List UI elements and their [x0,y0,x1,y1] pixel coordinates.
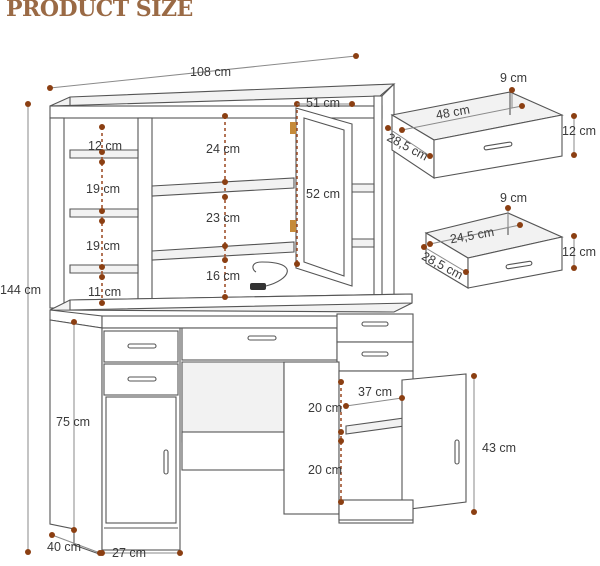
label-overall-height: 144 cm [0,283,41,297]
label-left-shelf-bottom: 11 cm [88,285,121,299]
label-center-bottom: 16 cm [206,269,240,283]
label-cabinet-width: 37 cm [358,385,392,399]
label-drawer2-height: 12 cm [562,245,596,259]
center-shelf-2 [151,241,295,261]
label-center-top: 24 cm [206,142,240,156]
label-center-mid: 23 cm [206,211,240,225]
hutch-top-face [49,83,396,107]
right-drawer-1[interactable] [336,313,414,343]
hutch-left-side [49,117,65,309]
door-hinge-bottom [290,220,296,232]
left-cabinet-door[interactable] [105,396,177,524]
label-left-shelf-top: 12 cm [88,139,122,153]
drawer-small-front [467,236,563,289]
hutch-left-divider [137,117,153,307]
handle [454,439,460,465]
hutch-open-door[interactable] [295,107,353,287]
handle [127,343,157,349]
label-drawer1-height: 12 cm [562,124,596,138]
center-drawer[interactable] [181,327,338,361]
right-shelf-2 [349,238,375,248]
label-drawer1-height-top: 9 cm [500,71,527,85]
handle [483,141,513,151]
right-cabinet-door[interactable] [401,373,467,511]
door-hinge-top [290,122,296,134]
right-pedestal-side [283,361,340,515]
label-kneehole-width: 27 cm [112,546,146,560]
label-cabinet-top: 20 cm [308,401,342,415]
label-depth: 40 cm [47,540,81,554]
power-strip [250,283,266,290]
handle [361,321,389,327]
drawer-small [424,212,564,289]
label-door-width: 51 cm [306,96,340,110]
label-drawer2-height-top: 9 cm [500,191,527,205]
kneehole-panel [181,431,285,471]
handle [247,335,277,341]
drawer-large-front [433,114,563,179]
left-drawer-1[interactable] [103,330,179,363]
hutch-right-side [373,95,383,309]
page-title: PRODUCT SIZE [6,0,193,22]
dimension-labels: 108 cm 144 cm 51 cm 12 cm 19 cm 19 cm 11… [0,65,596,560]
handle [361,351,389,357]
dimension-lines [25,53,577,556]
label-desk-height: 75 cm [56,415,90,429]
label-left-shelf-2: 19 cm [86,182,120,196]
label-overall-width: 108 cm [190,65,231,79]
label-cabinet-height: 43 cm [482,441,516,455]
label-cabinet-bottom: 20 cm [308,463,342,477]
kneehole-back [181,361,285,443]
handle [163,449,169,475]
left-drawer-2[interactable] [103,363,179,396]
handle [505,260,533,270]
label-door-height: 52 cm [306,187,340,201]
label-left-shelf-3: 19 cm [86,239,120,253]
left-pedestal-side [49,319,103,556]
right-shelf-1 [349,183,375,193]
center-shelf-1 [151,177,295,197]
label-drawer1-width: 48 cm [435,103,471,123]
power-cable [252,261,288,287]
handle [127,376,157,382]
desk [49,293,467,556]
drawer-large [390,91,564,180]
